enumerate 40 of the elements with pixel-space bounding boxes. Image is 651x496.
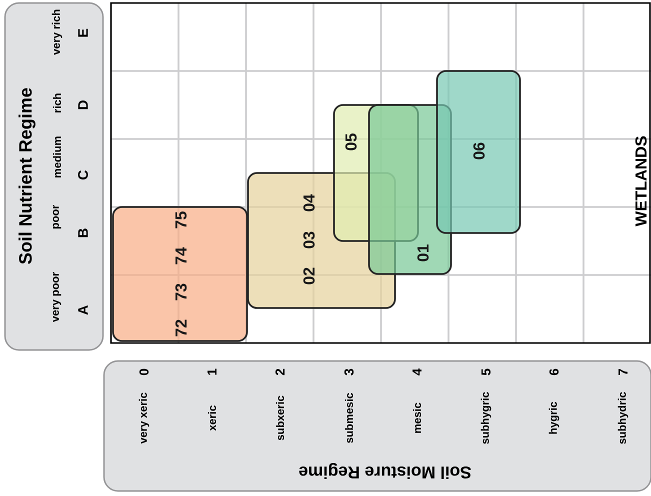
moisture-class-label: subxeric (276, 396, 284, 440)
moisture-class-number: 1 (208, 368, 216, 375)
site-series-box (436, 70, 521, 234)
moisture-class-label: subhygric (480, 392, 492, 444)
site-series-number: 72 (175, 320, 187, 336)
moisture-class-number: 2 (275, 368, 285, 376)
nutrient-class-letter: B (78, 228, 88, 238)
moisture-class-number: 5 (481, 368, 491, 376)
moisture-class-number: 7 (618, 368, 628, 376)
site-series-number: 02 (303, 268, 315, 284)
nutrient-class-letter: E (78, 28, 88, 37)
site-series-number: 74 (176, 247, 186, 264)
nutrient-class-label: very poor (52, 272, 62, 322)
nutrient-class-label: rich (52, 94, 62, 112)
moisture-class-label: very xeric (138, 392, 150, 444)
nutrient-class-label: very rich (52, 10, 62, 55)
moisture-class-label: submesic (344, 392, 354, 443)
nutrient-class-letter: C (78, 170, 88, 180)
site-series-number: 04 (303, 194, 315, 212)
moisture-class-label: subhydric (618, 392, 628, 444)
moisture-class-number: 0 (139, 368, 149, 376)
site-series-number: 75 (175, 212, 187, 228)
moisture-class-label: mesic (412, 402, 422, 433)
nutrient-class-letter: A (78, 305, 88, 315)
moisture-class-number: 4 (412, 368, 422, 376)
grid-frame (110, 2, 651, 344)
nutrient-class-letter: D (78, 100, 88, 110)
moisture-class-number: 3 (344, 368, 354, 376)
moisture-class-number: 6 (549, 368, 559, 376)
site-series-number: 03 (303, 232, 315, 248)
site-series-number: 73 (175, 284, 187, 300)
moisture-class-label: xeric (208, 406, 216, 431)
site-series-box (112, 206, 248, 342)
nutrient-class-label: poor (52, 204, 62, 228)
site-series-number: 05 (345, 134, 357, 150)
nutrient-class-label: medium (52, 136, 62, 178)
moisture-class-label: hygric (548, 402, 560, 434)
site-series-number: 01 (417, 244, 429, 262)
site-series-number: 06 (473, 142, 485, 160)
zone-label: WETLANDS (635, 136, 647, 226)
